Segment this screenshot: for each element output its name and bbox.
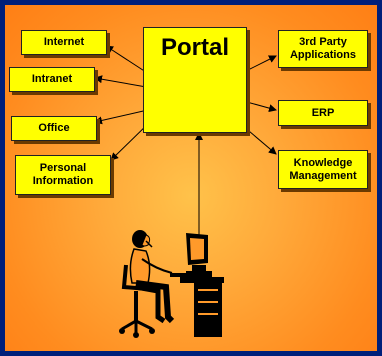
box-internet-label: Internet bbox=[43, 36, 85, 48]
box-erp: ERP bbox=[278, 100, 368, 126]
box-office-label: Office bbox=[38, 122, 70, 134]
box-internet: Internet bbox=[21, 30, 107, 55]
arrow-office bbox=[94, 108, 153, 125]
box-personal-information-label: Personal Information bbox=[32, 162, 94, 187]
box-office: Office bbox=[11, 116, 97, 141]
arrow-intranet bbox=[94, 75, 153, 89]
box-intranet-label: Intranet bbox=[31, 73, 73, 85]
portal-title: Portal bbox=[160, 34, 229, 61]
box-personal-information: Personal Information bbox=[15, 155, 111, 195]
portal-box: Portal bbox=[143, 27, 247, 133]
box-3rd-party-applications-label: 3rd Party Applications bbox=[289, 36, 356, 61]
box-intranet: Intranet bbox=[9, 67, 95, 92]
person-at-computer-icon bbox=[119, 230, 224, 338]
box-knowledge-management-label: Knowledge Management bbox=[289, 156, 357, 182]
box-3rd-party-applications: 3rd Party Applications bbox=[278, 30, 368, 68]
box-erp-label: ERP bbox=[311, 106, 335, 119]
box-knowledge-management: Knowledge Management bbox=[278, 150, 368, 189]
